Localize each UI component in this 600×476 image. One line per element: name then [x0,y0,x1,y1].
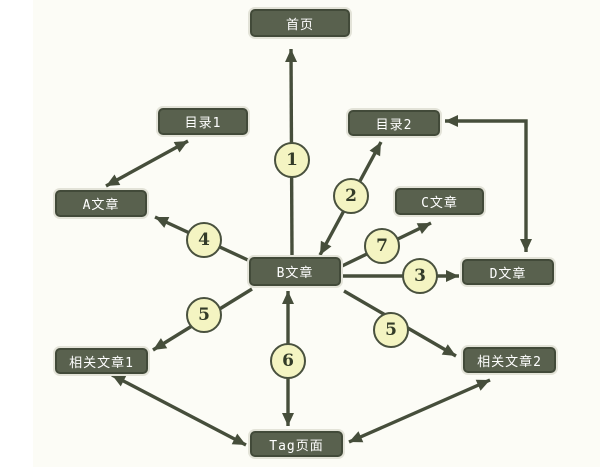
node-related1: 相关文章1 [55,348,148,374]
badge-2: 2 [333,178,369,214]
node-related2: 相关文章2 [463,347,556,373]
node-tag: Tag页面 [250,431,343,457]
node-article-c: C文章 [395,188,484,215]
badge-5-right: 5 [373,312,409,348]
badge-6: 6 [270,343,306,379]
edge-tag-related2-two-way [348,378,491,444]
node-dir1: 目录1 [158,108,248,135]
badge-7: 7 [364,228,400,264]
edge-related1-tag-two-way [111,373,247,447]
node-article-b: B文章 [249,257,341,286]
node-article-d: D文章 [462,259,554,285]
node-home: 首页 [250,9,350,37]
badge-4: 4 [186,222,222,258]
badge-3: 3 [402,258,438,294]
node-article-a: A文章 [55,190,147,217]
edge-dir1-articlea-two-way [105,139,189,188]
edge-articled-dir2-elbow [445,115,532,252]
badge-5-left: 5 [186,297,222,333]
node-dir2: 目录2 [348,110,440,136]
badge-1: 1 [274,142,310,178]
